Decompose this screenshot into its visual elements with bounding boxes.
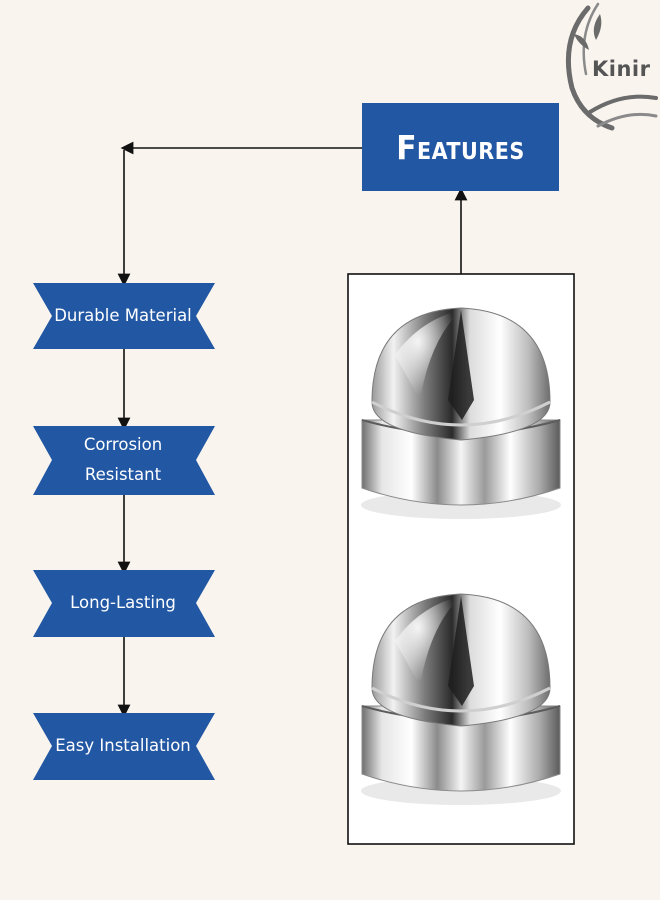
ribbon-label-corrosion-resistant: Corrosion Resistant	[83, 435, 163, 484]
brand-logo-text: Kinir	[592, 57, 651, 81]
ribbon-corrosion-resistant	[33, 426, 215, 495]
brand-logo	[565, 2, 658, 131]
ribbon-label-easy-installation: Easy Installation	[55, 736, 191, 755]
features-header-label: Features	[396, 127, 525, 167]
dome-nut-cap-icon	[361, 593, 561, 805]
features-header-box: Features	[362, 103, 559, 191]
ribbon-durable-material	[33, 283, 215, 349]
connector-lines	[117, 141, 468, 718]
ribbon-shapes	[33, 283, 215, 780]
dome-nut-cap-icon	[361, 307, 561, 519]
ribbon-label-long-lasting: Long-Lasting	[70, 593, 176, 612]
ribbon-easy-installation	[33, 713, 215, 780]
ribbon-long-lasting	[33, 570, 215, 637]
ribbon-label-durable-material: Durable Material	[54, 306, 192, 325]
